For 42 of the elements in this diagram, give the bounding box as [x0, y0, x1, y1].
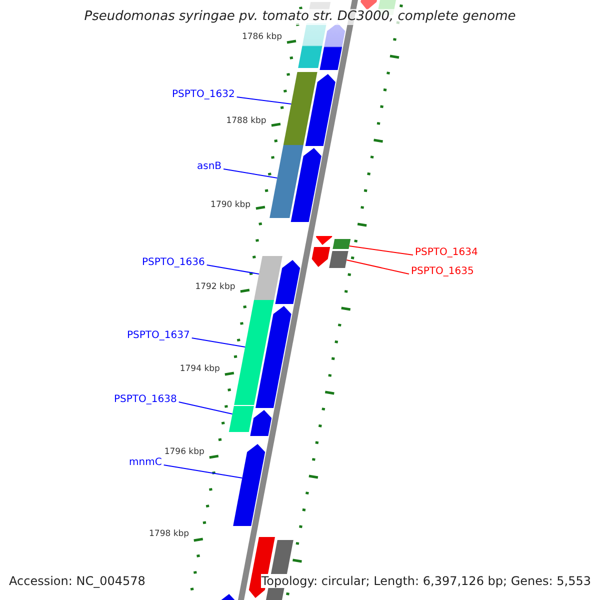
scale-label: 1792 kbp — [195, 282, 236, 292]
leader-line — [236, 96, 292, 104]
cds-feature — [316, 236, 332, 245]
scale-label: 1788 kbp — [226, 116, 266, 126]
genome-title: Pseudomonas syringae pv. tomato str. DC3000, complete genome — [84, 9, 516, 25]
gene-block — [298, 23, 327, 68]
cds-feature — [233, 444, 266, 526]
scale-label: 1786 kbp — [242, 32, 282, 42]
leader-line — [348, 246, 414, 256]
gene-label: PSPTO_1635 — [411, 266, 474, 278]
cds-feature — [312, 247, 330, 267]
gene-label: asnB — [197, 161, 222, 173]
gene-block — [332, 239, 351, 249]
scale-label: 1796 kbp — [164, 447, 204, 458]
cds-feature — [290, 148, 322, 222]
leader-line — [163, 464, 243, 478]
scale-label: 1794 kbp — [180, 364, 220, 374]
gene-block — [329, 251, 348, 268]
leader-line — [178, 402, 233, 414]
genome-summary-text: Topology: circular; Length: 6,397,126 bp; Genes: 5,553 — [261, 574, 591, 588]
gene-block — [254, 256, 282, 300]
gene-label: PSPTO_1637 — [127, 330, 190, 342]
scale-label: 1798 kbp — [149, 529, 190, 540]
cds-feature — [305, 74, 336, 146]
gene-block — [270, 145, 304, 218]
accession-text: Accession: NC_004578 — [9, 574, 146, 588]
scale-label: 1790 kbp — [210, 200, 251, 210]
leader-line — [346, 260, 410, 274]
leader-line — [191, 338, 246, 348]
gene-label: PSPTO_1632 — [172, 89, 235, 101]
cds-feature — [320, 23, 346, 70]
gene-label: PSPTO_1638 — [114, 394, 177, 406]
gene-block — [283, 72, 318, 145]
cds-feature — [275, 260, 300, 304]
leader-line — [223, 168, 278, 178]
cds-feature — [250, 410, 272, 436]
gene-block — [228, 406, 254, 432]
gene-label: PSPTO_1634 — [415, 247, 478, 259]
gene-label: PSPTO_1636 — [142, 257, 205, 269]
leader-line — [206, 264, 260, 274]
cds-feature — [256, 306, 292, 408]
gene-label: mnmC — [129, 457, 162, 469]
